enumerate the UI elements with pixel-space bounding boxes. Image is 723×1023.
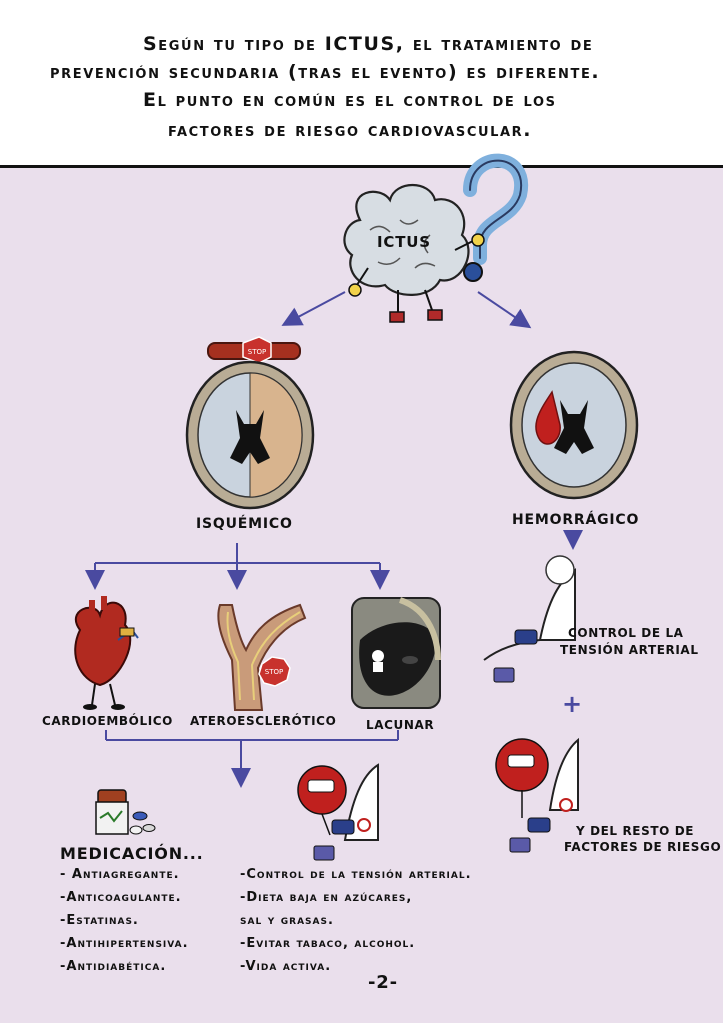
ischemic-brain-icon: STOP [185,336,315,510]
ischemic-label: ISQUÉMICO [196,516,293,532]
blood-pressure-figure-icon [483,555,576,683]
artery-plaque-icon: STOP [217,603,307,711]
lifestyle-item: -Dieta baja en azúcares, [240,890,413,905]
pill-bottle-icon [95,789,156,835]
stop-sign-label: STOP [248,348,266,356]
heart-character-icon [74,596,139,710]
medication-item: -Antidiabética. [60,959,167,974]
divider [0,165,723,168]
header-line-3: El punto en común es el control de los [143,89,557,111]
lifestyle-item: -Vida activa. [240,959,332,974]
blood-pressure-figure-rest-icon [495,737,579,853]
rest-risk-line-1: Y DEL RESTO DE [576,824,695,838]
lifestyle-item: -Evitar tabaco, alcohol. [240,936,416,951]
brain-character-icon [343,153,529,323]
cardioembolic-label: CARDIOEMBÓLICO [42,714,173,728]
medication-title: MEDICACIÓN... [60,844,204,863]
artery-stop-label: STOP [265,668,283,676]
hemorrhagic-label: HEMORRÁGICO [512,512,640,528]
lacunar-lesion-icon [351,597,441,709]
merge-lines [105,730,399,788]
bp-control-line-1: CONTROL DE LA [568,626,684,640]
atherosclerotic-label: ATEROESCLERÓTICO [190,714,337,728]
blood-pressure-figure-center-icon [297,763,379,861]
lifestyle-list: -Control de la tensión arterial. -Dieta … [240,863,472,978]
header: Según tu tipo de ICTUS, el tratamiento d… [0,0,723,165]
hemorrhagic-brain-icon [509,350,639,500]
header-line-4: factores de riesgo cardiovascular. [168,119,533,141]
medication-item: -Estatinas. [60,913,139,928]
ictus-label: ICTUS [377,233,431,251]
rest-risk-line-2: FACTORES DE RIESGO [564,840,722,854]
header-line-2: prevención secundaria (tras el evento) e… [50,61,601,83]
bp-control-line-2: TENSIÓN ARTERIAL [560,643,699,657]
header-line-1: Según tu tipo de ICTUS, el tratamiento d… [143,33,594,55]
arrow-to-ischemic [281,291,346,326]
lifestyle-item: -Control de la tensión arterial. [240,867,472,882]
arrow-to-hemorrhagic [477,291,532,329]
lifestyle-item: sal y grasas. [240,913,334,928]
medication-item: -Anticoagulante. [60,890,182,905]
ischemic-branch-lines [85,543,390,590]
medication-item: -Antihipertensiva. [60,936,189,951]
medication-item: - Antiagregante. [60,867,180,882]
plus-sign: + [562,690,583,718]
illustration-panel [0,168,723,1023]
page-number: -2- [368,972,398,993]
lacunar-label: LACUNAR [366,718,435,732]
medication-list: - Antiagregante. -Anticoagulante. -Estat… [60,863,189,978]
